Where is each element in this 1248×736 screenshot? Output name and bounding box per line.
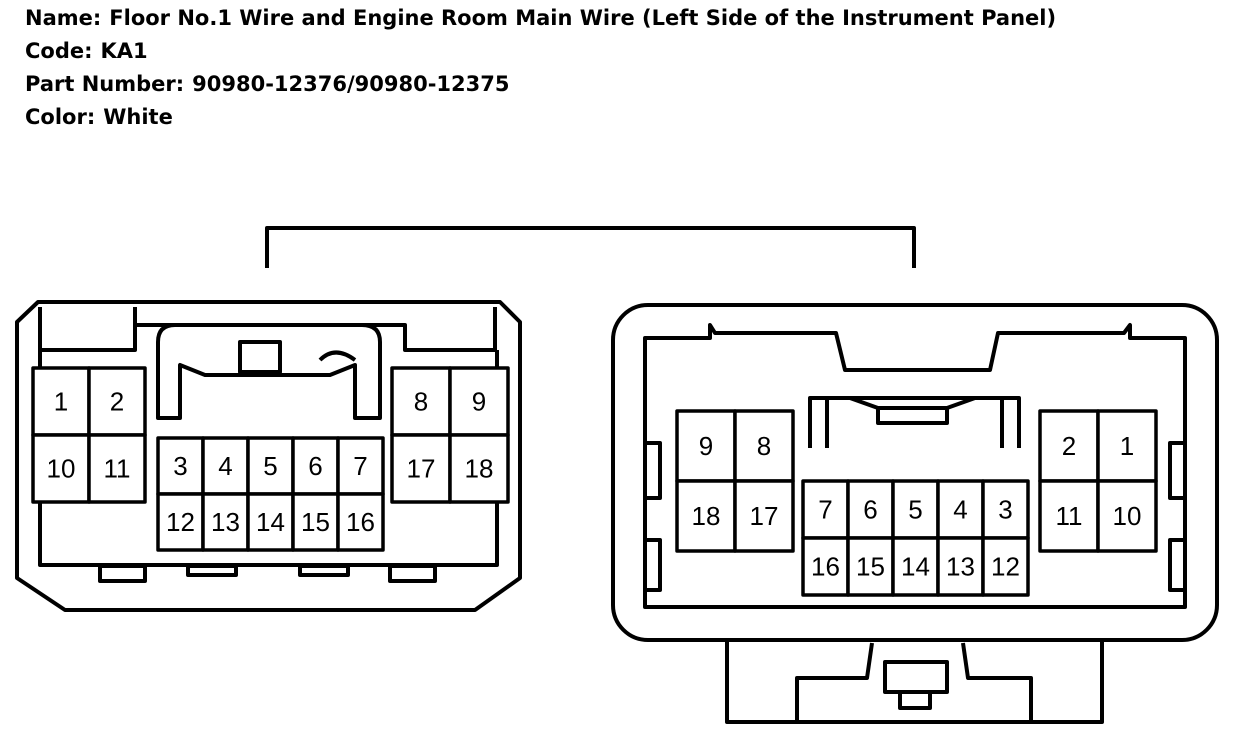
left-cavity-16 [336,492,385,552]
left-pin-label-14: 14 [256,507,285,537]
left-pin-label-8: 8 [414,387,428,417]
part-number-value: 90980-12376/90980-12375 [192,72,510,96]
right-connector-outer-shell [611,303,1219,642]
right-pin-label-7: 7 [818,495,832,525]
right-connector-latch [849,396,976,425]
right-cavity-3 [981,479,1030,540]
name-value: Floor No.1 Wire and Engine Room Main Wir… [109,6,1057,30]
right-cavity-12 [981,536,1030,597]
left-pin-label-15: 15 [301,507,330,537]
left-cavity-11 [87,433,147,504]
left-cavity-13 [201,492,250,552]
left-cavity-15 [291,492,340,552]
right-connector-inner-housing [643,323,1187,609]
right-pin-label-9: 9 [699,431,713,461]
left-connector-latch [238,340,282,374]
connector-name-line: Name: Floor No.1 Wire and Engine Room Mai… [25,0,1056,33]
right-pin-label-10: 10 [1113,501,1142,531]
right-cavity-8 [733,409,795,483]
left-cavity-10 [31,433,91,504]
code-value: KA1 [100,39,148,63]
right-connector-rear-key [883,660,949,694]
left-pin-label-2: 2 [110,387,124,417]
right-pin-label-13: 13 [946,552,975,582]
right-pin-label-14: 14 [901,552,930,582]
left-pin-label-9: 9 [472,387,486,417]
left-pin-label-17: 17 [407,454,436,484]
right-cavity-17 [733,479,795,553]
left-connector-lock-tab [156,323,382,420]
left-cavity-3 [156,436,205,496]
left-pin-label-1: 1 [54,387,68,417]
left-pin-label-5: 5 [263,451,277,481]
left-pin-label-4: 4 [218,451,232,481]
left-cavity-7 [336,436,385,496]
left-pin-label-12: 12 [166,507,195,537]
right-pin-label-11: 11 [1056,501,1083,531]
right-pin-label-4: 4 [953,495,967,525]
part-number-line: Part Number: 90980-12376/90980-12375 [25,66,1056,99]
left-cavity-9 [448,366,510,437]
left-connector-latch-side [318,350,357,362]
connector-color-line: Color: White [25,99,1056,132]
part-number-label: Part Number: [25,72,185,96]
left-connector-outer-shell [15,300,522,612]
left-cavity-2 [87,366,147,437]
right-pin-label-1: 1 [1120,431,1134,461]
left-cavity-12 [156,492,205,552]
right-connector-rear-cover [725,640,1104,724]
left-pin-label-16: 16 [346,507,375,537]
left-pin-label-13: 13 [211,507,240,537]
left-cavity-5 [246,436,295,496]
left-connector [15,300,522,612]
left-cavity-17 [390,433,452,504]
connector-info-header: Name: Floor No.1 Wire and Engine Room Mai… [25,0,1056,132]
right-pin-label-6: 6 [863,495,877,525]
right-pin-label-8: 8 [757,431,771,461]
right-connector [611,303,1219,724]
connector-code-line: Code: KA1 [25,33,1056,66]
color-label: Color: [25,105,96,129]
left-pin-label-10: 10 [47,454,76,484]
right-connector-rear-key-foot [898,690,932,710]
right-pin-label-2: 2 [1062,431,1076,461]
right-pin-label-3: 3 [998,495,1012,525]
code-label: Code: [25,39,93,63]
right-pin-label-15: 15 [856,552,885,582]
right-pin-label-5: 5 [908,495,922,525]
right-pin-label-12: 12 [991,552,1020,582]
right-pin-label-16: 16 [811,552,840,582]
left-pin-label-11: 11 [104,454,131,484]
color-value: White [103,105,173,129]
left-pin-label-7: 7 [353,451,367,481]
right-pin-label-18: 18 [692,501,721,531]
right-connector-rear-inner [795,642,1033,722]
link-bracket [265,226,916,268]
right-cavity-13 [936,536,985,597]
right-cavity-10 [1096,479,1158,553]
left-pin-label-18: 18 [465,454,494,484]
right-connector-side-slots [643,441,1187,592]
name-label: Name: [25,6,102,30]
left-pin-label-6: 6 [308,451,322,481]
left-pin-label-3: 3 [173,451,187,481]
right-pin-label-17: 17 [750,501,779,531]
left-cavity-18 [448,433,510,504]
left-connector-bottom-slots [98,564,437,583]
